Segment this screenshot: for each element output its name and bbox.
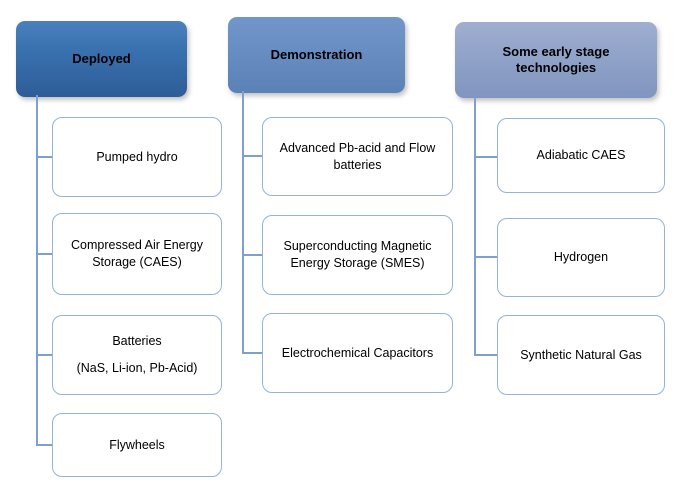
- item-superconducting-magnetic-energy-storage: Superconducting Magnetic Energy Storage …: [262, 215, 453, 295]
- connector-vline-early-stage: [474, 97, 476, 356]
- connector-stub: [242, 155, 263, 157]
- header-demonstration: Demonstration: [228, 17, 405, 93]
- item-synthetic-natural-gas: Synthetic Natural Gas: [497, 315, 665, 395]
- item-flywheels: Flywheels: [52, 413, 222, 477]
- item-advanced-pb-acid-flow-batteries: Advanced Pb-acid and Flow batteries: [262, 117, 453, 196]
- item-electrochemical-capacitors: Electrochemical Capacitors: [262, 313, 453, 393]
- header-early-stage-technologies: Some early stage technologies: [455, 22, 657, 98]
- item-batteries: Batteries (NaS, Li-ion, Pb-Acid): [52, 315, 222, 395]
- connector-vline-demonstration: [242, 91, 244, 354]
- header-deployed: Deployed: [16, 21, 187, 97]
- item-adiabatic-caes: Adiabatic CAES: [497, 118, 665, 193]
- item-hydrogen: Hydrogen: [497, 218, 665, 297]
- item-pumped-hydro: Pumped hydro: [52, 117, 222, 197]
- connector-stub: [242, 254, 263, 256]
- connector-stub: [474, 156, 498, 158]
- connector-stub: [36, 354, 53, 356]
- connector-vline-deployed: [36, 95, 38, 446]
- connector-stub: [36, 253, 53, 255]
- item-compressed-air-energy-storage: Compressed Air Energy Storage (CAES): [52, 213, 222, 295]
- connector-stub: [474, 354, 498, 356]
- connector-stub: [242, 352, 263, 354]
- connector-stub: [36, 156, 53, 158]
- connector-stub: [474, 256, 498, 258]
- connector-stub: [36, 444, 53, 446]
